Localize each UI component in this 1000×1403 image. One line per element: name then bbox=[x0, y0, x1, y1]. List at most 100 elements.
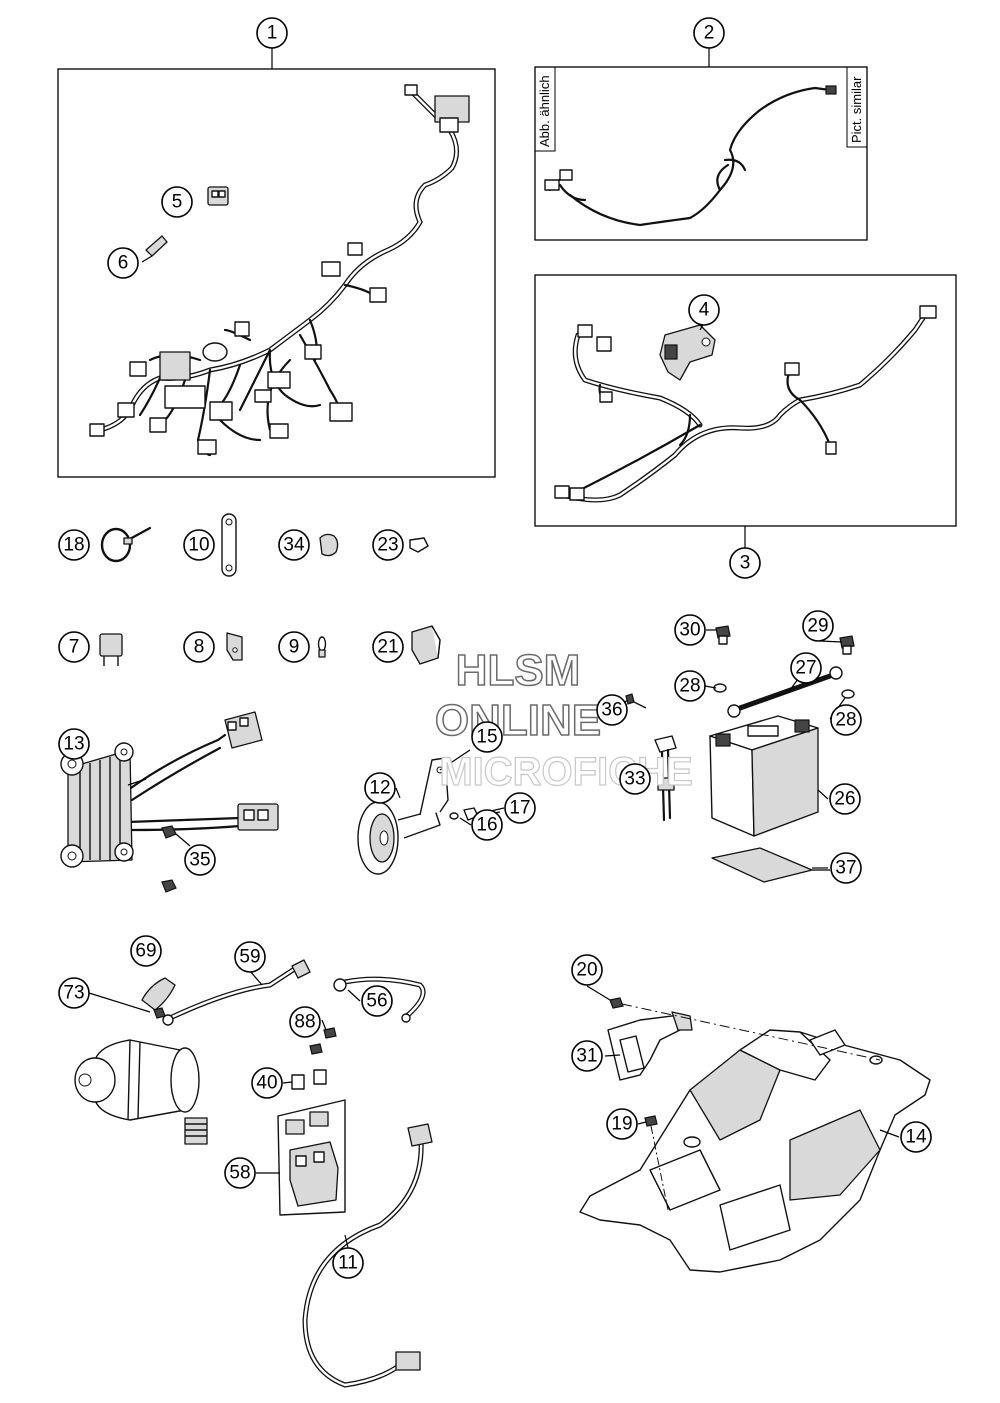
cover-part-21 bbox=[411, 625, 441, 665]
callout-59[interactable]: 59 bbox=[234, 941, 266, 973]
callout-3[interactable]: 3 bbox=[729, 547, 761, 579]
callout-36[interactable]: 36 bbox=[596, 694, 628, 726]
harness-connector-h bbox=[269, 423, 289, 439]
callout-label: 36 bbox=[601, 700, 622, 721]
fuse-holder-part-33 bbox=[654, 735, 677, 822]
harness-connector-d bbox=[149, 417, 167, 433]
callout-28-right[interactable]: 28 bbox=[830, 704, 862, 736]
harness-connector-b bbox=[117, 402, 135, 418]
callout-40[interactable]: 40 bbox=[251, 1067, 283, 1099]
screw-part-19 bbox=[644, 1115, 669, 1211]
callout-23[interactable]: 23 bbox=[372, 529, 404, 561]
callout-29[interactable]: 29 bbox=[802, 610, 834, 642]
connector-part-5 bbox=[207, 186, 229, 206]
callout-label: 10 bbox=[188, 535, 209, 556]
callout-56[interactable]: 56 bbox=[361, 985, 393, 1017]
harness-connector-i bbox=[197, 439, 217, 455]
callout-73[interactable]: 73 bbox=[58, 977, 90, 1009]
bulb-part-9 bbox=[317, 636, 327, 658]
watermark-line-1: HLSM bbox=[456, 646, 581, 695]
cable-tie-part-18 bbox=[100, 526, 152, 563]
harness-connector-m bbox=[369, 287, 387, 303]
harness-connector-o bbox=[347, 242, 363, 256]
callout-4[interactable]: 4 bbox=[688, 294, 720, 326]
callout-31[interactable]: 31 bbox=[571, 1040, 603, 1072]
callout-5[interactable]: 5 bbox=[161, 186, 193, 218]
nut-part-20 bbox=[609, 997, 881, 1061]
screws-29-30 bbox=[715, 625, 855, 655]
callout-27[interactable]: 27 bbox=[790, 652, 822, 684]
callout-label: 69 bbox=[135, 941, 156, 962]
frame-harness-3 bbox=[534, 274, 957, 527]
callout-label: 88 bbox=[294, 1012, 315, 1033]
callout-69[interactable]: 69 bbox=[130, 935, 162, 967]
callout-9[interactable]: 9 bbox=[278, 631, 310, 663]
callout-label: 30 bbox=[679, 620, 700, 641]
callout-6[interactable]: 6 bbox=[107, 247, 139, 279]
callout-35[interactable]: 35 bbox=[184, 844, 216, 876]
bracket-part-31 bbox=[607, 1011, 693, 1081]
harness-connector-l bbox=[234, 321, 250, 337]
harness-connector-e bbox=[209, 401, 233, 421]
callout-2[interactable]: 2 bbox=[693, 17, 725, 49]
callout-12[interactable]: 12 bbox=[364, 772, 396, 804]
harness-connector-n bbox=[321, 261, 341, 277]
callout-label: 73 bbox=[63, 983, 84, 1004]
terminal-part-6 bbox=[141, 235, 168, 263]
callout-label: 33 bbox=[624, 769, 645, 790]
callout-21[interactable]: 21 bbox=[372, 631, 404, 663]
callout-20[interactable]: 20 bbox=[571, 954, 603, 986]
callout-30[interactable]: 30 bbox=[674, 614, 706, 646]
note-box-right bbox=[846, 66, 868, 148]
callout-10[interactable]: 10 bbox=[183, 529, 215, 561]
cable-part-56 bbox=[333, 976, 426, 1023]
callout-33[interactable]: 33 bbox=[619, 763, 651, 795]
callout-label: 4 bbox=[699, 300, 710, 321]
callout-label: 15 bbox=[476, 727, 497, 748]
callout-8[interactable]: 8 bbox=[183, 631, 215, 663]
battery-part-26 bbox=[709, 715, 819, 837]
callout-11[interactable]: 11 bbox=[332, 1247, 364, 1279]
watermark-line-3: MICROFICHE bbox=[439, 750, 692, 794]
nut-part-73 bbox=[153, 1007, 166, 1019]
callout-label: 17 bbox=[509, 798, 530, 819]
battery-pad-part-37 bbox=[711, 847, 830, 883]
horn-part-12 bbox=[357, 757, 449, 875]
leader-lines bbox=[88, 322, 900, 1249]
callout-label: 19 bbox=[611, 1114, 632, 1135]
main-wiring-harness bbox=[89, 84, 470, 457]
callout-label: 21 bbox=[377, 637, 398, 658]
callout-label: 5 bbox=[172, 192, 183, 213]
callout-13[interactable]: 13 bbox=[58, 728, 90, 760]
callout-18[interactable]: 18 bbox=[58, 529, 90, 561]
callout-label: 27 bbox=[795, 658, 816, 679]
watermark-line-2: ONLINE bbox=[435, 696, 601, 745]
callout-label: 40 bbox=[256, 1073, 277, 1094]
frame-main-harness bbox=[57, 68, 496, 478]
callout-58[interactable]: 58 bbox=[224, 1157, 256, 1189]
callout-17[interactable]: 17 bbox=[504, 792, 536, 824]
note-abb-aehnlich: Abb. ähnlich bbox=[537, 75, 552, 147]
callout-14[interactable]: 14 bbox=[900, 1121, 932, 1153]
callout-1[interactable]: 1 bbox=[256, 17, 288, 49]
callout-label: 58 bbox=[229, 1163, 250, 1184]
callout-34[interactable]: 34 bbox=[278, 529, 310, 561]
harness-relay-round bbox=[202, 342, 228, 362]
battery-cable-part-27 bbox=[727, 666, 843, 718]
callout-28-left[interactable]: 28 bbox=[674, 670, 706, 702]
callout-26[interactable]: 26 bbox=[829, 783, 861, 815]
callout-label: 2 bbox=[704, 23, 715, 44]
cable-part-11 bbox=[302, 1123, 433, 1388]
callout-label: 28 bbox=[679, 676, 700, 697]
callout-15[interactable]: 15 bbox=[471, 721, 503, 753]
callout-label: 18 bbox=[63, 535, 84, 556]
callout-7[interactable]: 7 bbox=[58, 631, 90, 663]
callout-label: 20 bbox=[576, 960, 597, 981]
callout-88[interactable]: 88 bbox=[289, 1006, 321, 1038]
callout-19[interactable]: 19 bbox=[606, 1108, 638, 1140]
callout-16[interactable]: 16 bbox=[471, 809, 503, 841]
callout-37[interactable]: 37 bbox=[830, 852, 862, 884]
harness-connector-c bbox=[89, 423, 105, 437]
callout-label: 1 bbox=[267, 23, 278, 44]
